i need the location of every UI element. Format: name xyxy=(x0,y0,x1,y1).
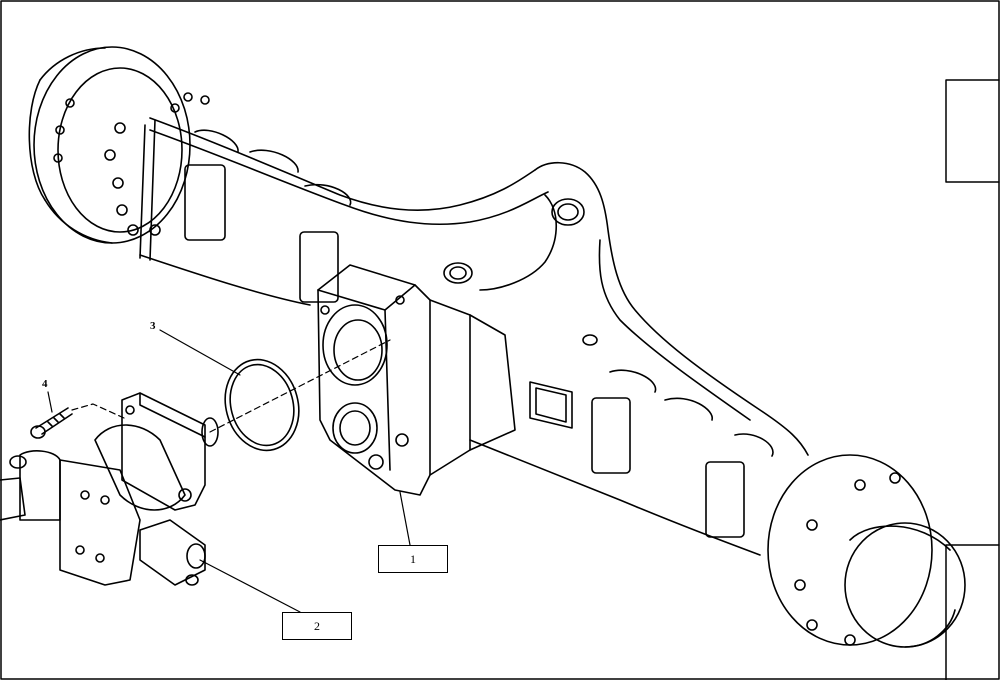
central-housing xyxy=(317,264,516,496)
callout-1-label: 1 xyxy=(410,551,416,566)
page-tab-bottom xyxy=(945,544,1000,680)
leader-lines xyxy=(47,329,411,613)
left-wheel-hub xyxy=(28,46,210,244)
leader-3 xyxy=(159,329,241,376)
leader-1 xyxy=(399,491,411,546)
callout-4-label: 4 xyxy=(42,378,48,390)
hydraulic-motor xyxy=(0,392,219,586)
right-wheel-hub xyxy=(767,454,966,648)
leader-4 xyxy=(47,391,53,413)
page-tab-top xyxy=(945,79,1000,183)
leader-2 xyxy=(199,559,301,613)
o-ring xyxy=(224,358,300,452)
callout-3-label: 3 xyxy=(150,320,156,332)
callout-2-label: 2 xyxy=(314,618,320,633)
callout-1: 1 xyxy=(378,545,448,573)
alignment-lines xyxy=(71,339,391,433)
axle-beam xyxy=(139,117,809,556)
bolt xyxy=(30,407,73,439)
callout-2: 2 xyxy=(282,612,352,640)
